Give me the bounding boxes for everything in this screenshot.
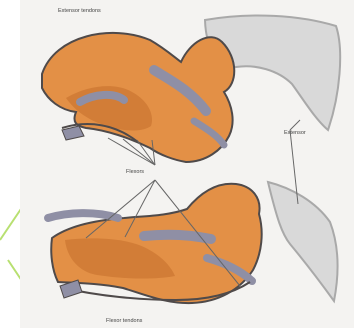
label-center: Flexors (126, 169, 144, 175)
label-top-left: Extensor tendons (58, 8, 101, 14)
label-right: Extensor (284, 130, 306, 136)
label-bottom-left: Flexor tendons (106, 318, 143, 324)
